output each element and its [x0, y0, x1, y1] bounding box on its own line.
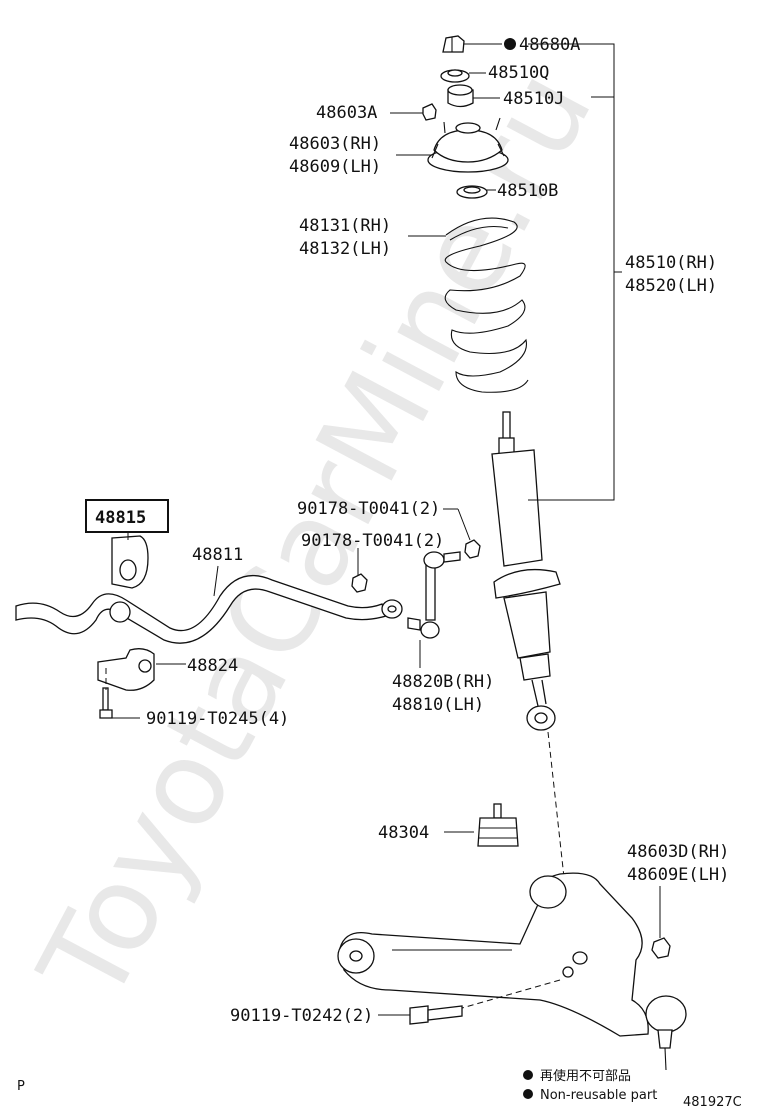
washer-48510Q[interactable] — [440, 69, 470, 83]
nut-90178-a[interactable] — [464, 539, 481, 559]
stabilizer-bar-48811[interactable] — [15, 574, 403, 644]
bump-stop-48304[interactable] — [477, 803, 519, 847]
lower-control-arm[interactable] — [337, 872, 649, 1037]
coil-spring-48131[interactable] — [444, 217, 529, 393]
label-48811: 48811 — [192, 545, 243, 565]
nut-48603D[interactable] — [651, 937, 671, 959]
label-48820B-RH: 48820B(RH) — [392, 672, 494, 692]
label-48304: 48304 — [378, 823, 429, 843]
page-mark: P — [17, 1079, 25, 1094]
label-48520LH: 48520(LH) — [625, 276, 717, 296]
upper-seat-48510B[interactable] — [456, 185, 488, 199]
label-90119-T0245: 90119-T0245(4) — [146, 709, 289, 729]
label-48510RH: 48510(RH) — [625, 253, 717, 273]
legend-bullet-en — [523, 1089, 533, 1099]
label-48603D-RH: 48603D(RH) — [627, 842, 729, 862]
label-48680A: 48680A — [519, 35, 580, 55]
nut-48680A[interactable] — [442, 35, 465, 53]
nut-90178-b[interactable] — [351, 573, 368, 593]
shock-absorber-48510[interactable] — [491, 411, 561, 731]
label-48132LH: 48132(LH) — [299, 239, 391, 259]
label-48603RH: 48603(RH) — [289, 134, 381, 154]
nut-48603A[interactable] — [422, 103, 437, 121]
bushing-48510J[interactable] — [447, 84, 474, 108]
bolt-90119-T0242[interactable] — [409, 1005, 463, 1025]
label-48815: 48815 — [95, 508, 146, 528]
nonreusable-bullet-48680A — [504, 38, 516, 50]
figure-id: 481927C — [683, 1095, 742, 1110]
bushing-48815[interactable] — [109, 535, 149, 623]
label-90178-T0041-b: 90178-T0041(2) — [301, 531, 444, 551]
legend-nonreusable-en: Non-reusable part — [540, 1088, 657, 1103]
label-48810-LH: 48810(LH) — [392, 695, 484, 715]
label-48131RH: 48131(RH) — [299, 216, 391, 236]
label-48510B: 48510B — [497, 181, 558, 201]
label-90119-T0242: 90119-T0242(2) — [230, 1006, 373, 1026]
ball-joint[interactable] — [645, 995, 687, 1071]
label-48603A: 48603A — [316, 103, 377, 123]
bolt-90119-T0245[interactable] — [99, 687, 113, 719]
legend-nonreusable-jp: 再使用不可部品 — [540, 1068, 631, 1084]
label-48510Q: 48510Q — [488, 63, 549, 83]
label-90178-T0041-a: 90178-T0041(2) — [297, 499, 440, 519]
label-48824: 48824 — [187, 656, 238, 676]
highlight-box-48815 — [85, 499, 169, 533]
label-48609LH: 48609(LH) — [289, 157, 381, 177]
strut-mount-48603[interactable] — [427, 117, 509, 173]
label-48510J: 48510J — [503, 89, 564, 109]
stabilizer-link-48820B[interactable] — [407, 551, 461, 639]
bracket-48824[interactable] — [97, 648, 155, 691]
label-48609E-LH: 48609E(LH) — [627, 865, 729, 885]
legend-bullet-jp — [523, 1070, 533, 1080]
